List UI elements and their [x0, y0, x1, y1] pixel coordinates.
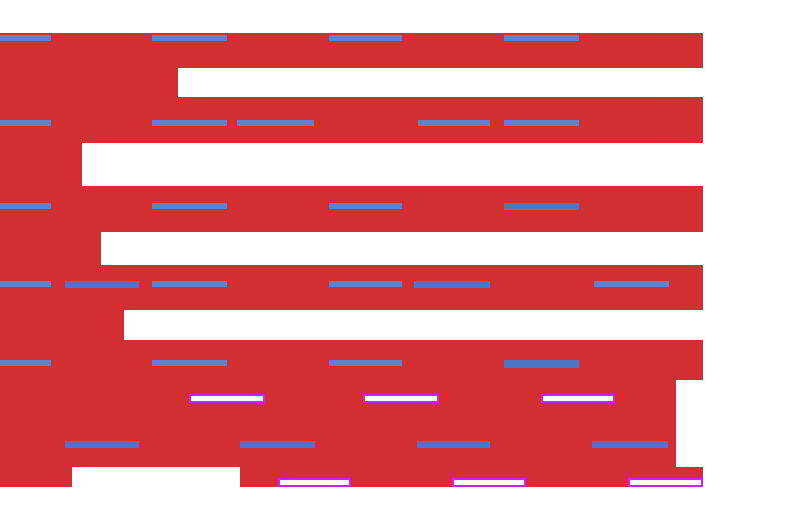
blue-underline-annotation[interactable] — [417, 441, 490, 448]
magenta-outline-annotation[interactable] — [189, 394, 265, 403]
blue-underline-annotation[interactable] — [504, 203, 579, 210]
blue-underline-annotation[interactable] — [418, 120, 490, 126]
blue-underline-annotation[interactable] — [504, 360, 579, 368]
redaction-block — [0, 143, 82, 186]
redaction-block — [0, 186, 703, 232]
redaction-block — [0, 232, 101, 265]
blue-underline-annotation[interactable] — [414, 281, 490, 288]
blue-underline-annotation[interactable] — [65, 441, 139, 448]
blue-underline-annotation[interactable] — [329, 203, 402, 209]
magenta-outline-annotation[interactable] — [541, 394, 615, 403]
blue-underline-annotation[interactable] — [594, 281, 669, 287]
white-gap — [676, 380, 703, 404]
blue-underline-annotation[interactable] — [152, 360, 227, 366]
redaction-block — [0, 68, 178, 97]
blue-underline-annotation[interactable] — [592, 441, 668, 448]
magenta-outline-annotation[interactable] — [278, 478, 351, 487]
blue-underline-annotation[interactable] — [504, 120, 579, 126]
blue-underline-annotation[interactable] — [504, 35, 579, 41]
redaction-block — [0, 404, 676, 467]
blue-underline-annotation[interactable] — [0, 281, 51, 287]
magenta-outline-annotation[interactable] — [628, 478, 703, 487]
blue-underline-annotation[interactable] — [152, 120, 227, 126]
blue-underline-annotation[interactable] — [329, 360, 402, 366]
redaction-block — [0, 310, 124, 340]
magenta-outline-annotation[interactable] — [452, 478, 526, 487]
blue-underline-annotation[interactable] — [152, 281, 227, 287]
blue-underline-annotation[interactable] — [240, 441, 315, 448]
blue-underline-annotation[interactable] — [0, 360, 51, 366]
blue-underline-annotation[interactable] — [65, 281, 139, 288]
redaction-block — [0, 467, 72, 487]
magenta-outline-annotation[interactable] — [363, 394, 439, 403]
redaction-block — [0, 340, 703, 404]
blue-underline-annotation[interactable] — [0, 203, 51, 209]
blue-underline-annotation[interactable] — [0, 35, 51, 41]
redaction-block — [240, 467, 703, 487]
redaction-block — [0, 97, 703, 143]
blue-underline-annotation[interactable] — [329, 35, 402, 41]
blue-underline-annotation[interactable] — [152, 203, 227, 209]
blue-underline-annotation[interactable] — [152, 35, 227, 41]
blue-underline-annotation[interactable] — [0, 120, 51, 126]
blue-underline-annotation[interactable] — [329, 281, 402, 287]
blue-underline-annotation[interactable] — [237, 120, 314, 126]
